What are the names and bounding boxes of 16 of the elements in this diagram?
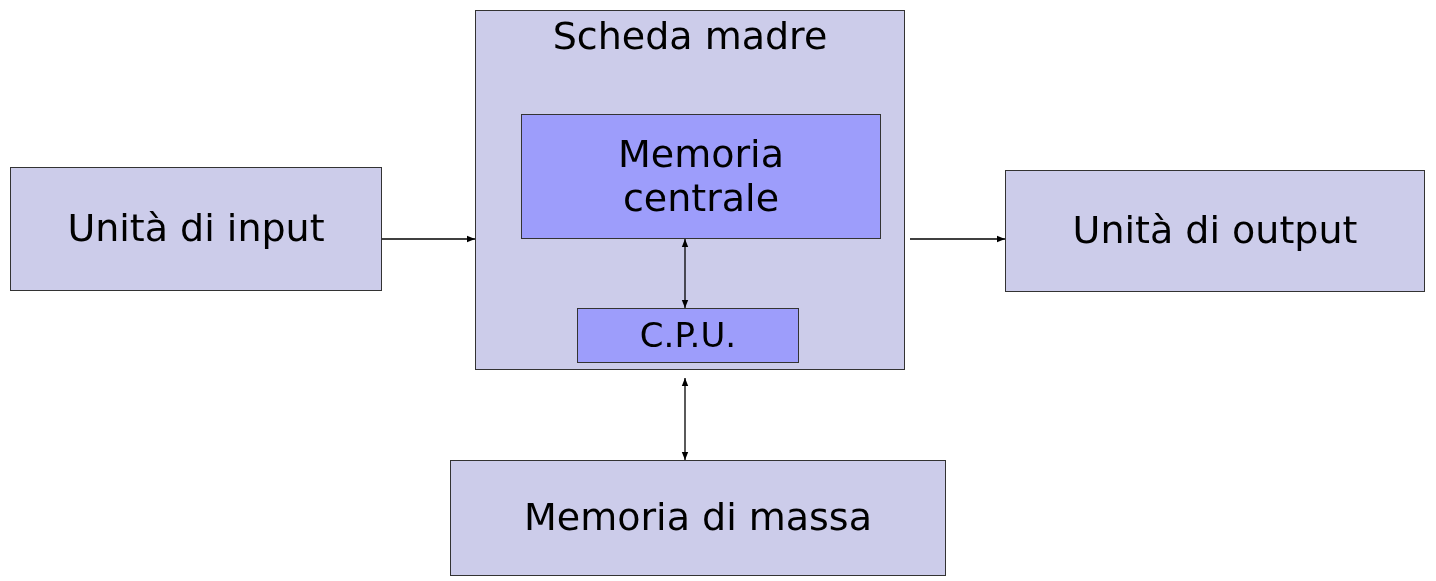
arrow xyxy=(381,235,476,243)
arrow xyxy=(681,238,689,309)
box-label: Unità di output xyxy=(1072,209,1358,253)
box-label: Memoria di massa xyxy=(524,496,872,540)
box-label: Memoria centrale xyxy=(617,132,785,221)
box-label: Unità di input xyxy=(67,207,325,251)
output-unit-box xyxy=(1005,170,1425,292)
arrow xyxy=(909,235,1006,243)
box-label: C.P.U. xyxy=(639,315,737,356)
mass-storage-box xyxy=(450,460,946,576)
main-memory-box xyxy=(521,114,881,239)
motherboard-box xyxy=(475,10,905,370)
box-heading: Scheda madre xyxy=(552,15,828,59)
input-unit-box xyxy=(10,167,382,291)
arrow xyxy=(681,377,689,461)
cpu-box xyxy=(577,308,799,363)
